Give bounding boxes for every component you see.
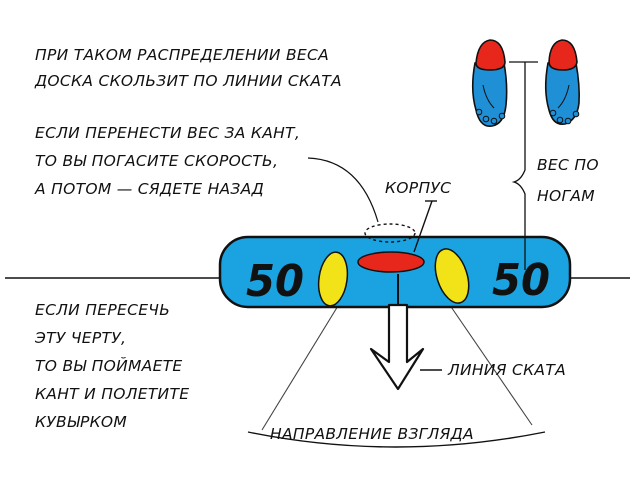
weight-on-legs-line-1: ВЕС ПО	[537, 156, 599, 174]
weight-on-legs-line-2: НОГАМ	[537, 187, 595, 205]
edge-leader	[307, 157, 379, 223]
cross-line-line-2: ЭТУ ЧЕРТУ,	[35, 329, 127, 347]
edge-shift-line-1: ЕСЛИ ПЕРЕНЕСТИ ВЕС ЗА КАНТ,	[35, 124, 301, 142]
down-arrow-icon	[369, 303, 425, 391]
feet-icon	[471, 39, 580, 127]
body-leader-down	[413, 200, 433, 253]
edge-shift-note: ЕСЛИ ПЕРЕНЕСТИ ВЕС ЗА КАНТ, ТО ВЫ ПОГАСИ…	[35, 119, 300, 203]
view-boundary-right	[444, 297, 533, 426]
right-foot-icon	[544, 39, 580, 126]
weight-on-legs-label: ВЕС ПО НОГАМ	[537, 150, 599, 212]
weight-distribution-line-1: ПРИ ТАКОМ РАСПРЕДЕЛЕНИИ ВЕСА	[35, 46, 330, 64]
fall-line-label: ЛИНИЯ СКАТА	[448, 361, 566, 379]
cross-line-note: ЕСЛИ ПЕРЕСЕЧЬ ЭТУ ЧЕРТУ, ТО ВЫ ПОЙМАЕТЕ …	[35, 296, 189, 436]
right-binding	[434, 248, 470, 304]
left-weight-value: 50	[246, 256, 304, 307]
body-label: КОРПУС	[385, 179, 452, 197]
weight-distribution-note: ПРИ ТАКОМ РАСПРЕДЕЛЕНИИ ВЕСА ДОСКА СКОЛЬ…	[35, 42, 342, 94]
left-binding	[317, 251, 349, 307]
view-arc	[247, 431, 546, 448]
left-foot-icon	[471, 39, 508, 127]
weight-distribution-line-2: ДОСКА СКОЛЬЗИТ ПО ЛИНИИ СКАТА	[35, 72, 342, 90]
edge-shift-line-3: А ПОТОМ — СЯДЕТЕ НАЗАД	[35, 180, 264, 198]
edge-shift-line-2: ТО ВЫ ПОГАСИТЕ СКОРОСТЬ,	[35, 152, 279, 170]
cross-line-line-3: ТО ВЫ ПОЙМАЕТЕ	[35, 357, 183, 375]
right-weight-value: 50	[492, 255, 550, 306]
view-direction-label: НАПРАВЛЕНИЕ ВЗГЛЯДА	[270, 425, 474, 443]
body-center	[357, 251, 425, 273]
cross-line-line-4: КАНТ И ПОЛЕТИТЕ	[35, 385, 190, 403]
body-projection	[364, 223, 416, 243]
weight-bracket	[511, 62, 526, 270]
cross-line-line-5: КУВЫРКОМ	[35, 413, 128, 431]
cross-line-line-1: ЕСЛИ ПЕРЕСЕЧЬ	[35, 301, 171, 319]
